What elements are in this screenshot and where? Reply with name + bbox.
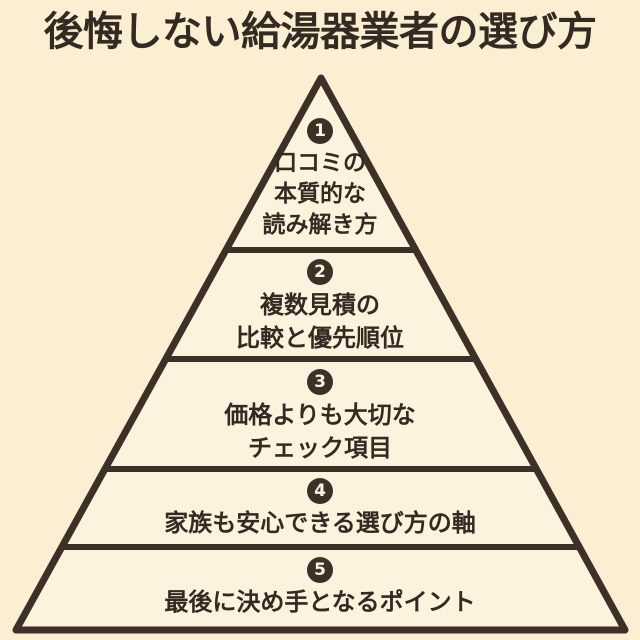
tier-4-number-badge: 4	[307, 478, 333, 504]
tier-5-number-badge: 5	[307, 557, 333, 583]
tier-1-line-1: 口コミの	[274, 150, 366, 176]
page-title: 後悔しない給湯器業者の選び方	[43, 9, 598, 55]
tier-3-number-badge: 3	[307, 369, 333, 395]
pyramid-tier-5: 5 最後に決め手となるポイント	[0, 557, 640, 619]
tier-2-number-badge: 2	[307, 259, 333, 285]
tier-3-line-2: チェック項目	[248, 434, 392, 462]
tier-3-line-1: 価格よりも大切な	[224, 401, 416, 429]
pyramid-tier-1: 1 口コミの 本質的な 読み解き方	[0, 118, 640, 241]
tier-2-line-2: 比較と優先順位	[236, 324, 404, 352]
pyramid-tier-2: 2 複数見積の 比較と優先順位	[0, 259, 640, 355]
tier-4-line-1: 家族も安心できる選び方の軸	[164, 509, 476, 537]
tier-2-line-1: 複数見積の	[260, 291, 380, 319]
tier-1-line-3: 読み解き方	[262, 212, 378, 238]
pyramid-body	[12, 74, 629, 634]
pyramid-tier-3: 3 価格よりも大切な チェック項目	[0, 369, 640, 465]
tier-5-line-1: 最後に決め手となるポイント	[164, 588, 476, 616]
pyramid-tier-4: 4 家族も安心できる選び方の軸	[0, 478, 640, 540]
tier-1-number-badge: 1	[307, 118, 333, 144]
tier-1-line-2: 本質的な	[274, 181, 366, 207]
